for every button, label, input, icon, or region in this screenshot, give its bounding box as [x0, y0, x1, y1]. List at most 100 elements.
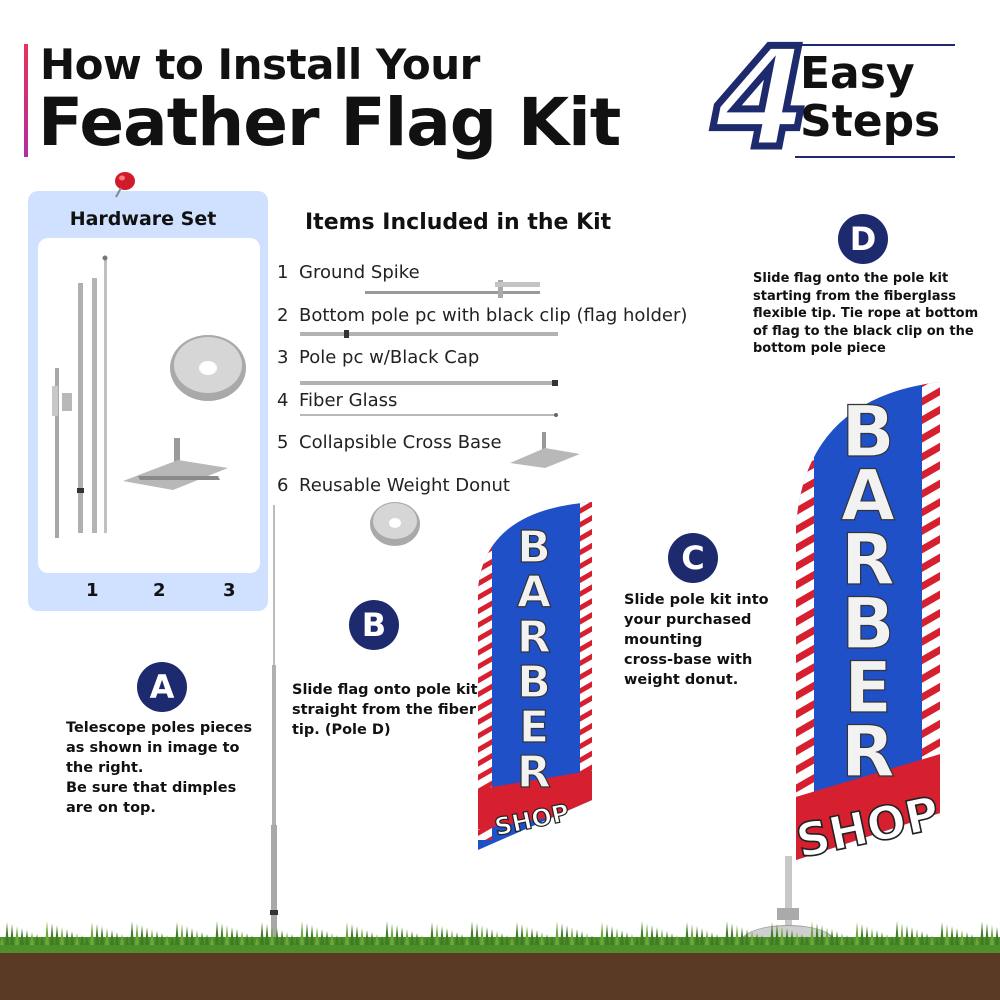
- grass-blade: [255, 937, 259, 945]
- grass-blade: [960, 930, 964, 945]
- grass-blade: [530, 928, 534, 945]
- grass-blade: [705, 930, 709, 945]
- grass-blade: [600, 922, 604, 945]
- fiberglass-illustration: [300, 413, 558, 417]
- grass-blade: [125, 936, 129, 945]
- grass-blade: [220, 923, 224, 945]
- step-d-text: Slide flag onto the pole kit starting fr…: [753, 271, 979, 356]
- grass-blade: [60, 927, 64, 945]
- grass-blade: [970, 934, 974, 945]
- grass-blade: [770, 922, 774, 945]
- grass-blade: [765, 937, 769, 945]
- ground-spike-illustration: [365, 280, 540, 298]
- grass-blade: [495, 931, 499, 945]
- grass-blade: [595, 937, 599, 945]
- title-accent-bar: [24, 44, 28, 157]
- grass-blade: [895, 921, 899, 945]
- grass-blade: [865, 926, 869, 945]
- grass-blade: [840, 933, 844, 945]
- pole-cap-illustration: [300, 380, 558, 386]
- grass-blade: [920, 931, 924, 945]
- grass-blade: [800, 934, 804, 945]
- kit-item-label: Bottom pole pc with black clip (flag hol…: [299, 305, 688, 326]
- ground-grass-illustration: [0, 921, 1000, 1000]
- grass-blade: [55, 925, 59, 945]
- grass-blade: [325, 931, 329, 945]
- large-flag-letter: B: [841, 391, 894, 473]
- grass-blade: [745, 929, 749, 945]
- grass-blade: [205, 934, 209, 945]
- grass-blade: [525, 926, 529, 945]
- grass-blade: [165, 935, 169, 945]
- grass-blade: [515, 922, 519, 945]
- grass-blade: [155, 931, 159, 945]
- grass-blade: [605, 924, 609, 945]
- pole-pieces-illustration: [52, 255, 108, 538]
- assembled-pole-illustration: [270, 505, 278, 940]
- grass-blade: [555, 921, 559, 945]
- grass-blade: [150, 929, 154, 945]
- grass-blade: [520, 924, 524, 945]
- grass-blade: [90, 922, 94, 945]
- grass-blade: [235, 929, 239, 945]
- grass-blade: [640, 921, 644, 945]
- grass-blade: [10, 924, 14, 945]
- grass-blade: [480, 925, 484, 945]
- grass-blade: [730, 923, 734, 945]
- grass-blade: [115, 932, 119, 945]
- grass-blade: [295, 936, 299, 945]
- grass-blade: [925, 933, 929, 945]
- grass-blade: [145, 927, 149, 945]
- small-flag-letter: E: [519, 702, 549, 753]
- large-flag-letter: B: [841, 583, 894, 665]
- grass-blade: [460, 934, 464, 945]
- grass-blade: [120, 934, 124, 945]
- grass-blade: [880, 932, 884, 945]
- grass-blade: [590, 935, 594, 945]
- grass-blade: [825, 927, 829, 945]
- grass-blade: [40, 936, 44, 945]
- grass-blade: [450, 930, 454, 945]
- step-c-text: Slide pole kit into your purchased mount…: [624, 592, 769, 688]
- grass-blade: [415, 933, 419, 945]
- grass-blade: [500, 933, 504, 945]
- grass-blade: [470, 921, 474, 945]
- small-flag-letter: A: [517, 567, 551, 618]
- grass-blade: [505, 935, 509, 945]
- grass-blade: [940, 922, 944, 945]
- grass-blade: [15, 926, 19, 945]
- grass-blade: [265, 924, 269, 945]
- grass-blade: [985, 923, 989, 945]
- grass-blade: [510, 937, 514, 945]
- step-a-text: Telescope poles pieces as shown in image…: [66, 720, 253, 816]
- steps-divider-bottom: [795, 156, 955, 158]
- grass-blade: [715, 934, 719, 945]
- grass-blade: [875, 930, 879, 945]
- grass-blade: [5, 922, 9, 945]
- hardware-label-2: 2: [153, 580, 166, 601]
- grass-blade: [710, 932, 714, 945]
- grass-blade: [820, 925, 824, 945]
- grass-blade: [490, 929, 494, 945]
- grass-blade: [670, 933, 674, 945]
- grass-blade: [400, 927, 404, 945]
- grass-blade: [185, 926, 189, 945]
- grass-blade: [70, 931, 74, 945]
- grass-blade: [945, 924, 949, 945]
- large-flag-letter: A: [841, 455, 895, 537]
- cross-base-illustration: [123, 438, 228, 490]
- grass-blade: [680, 937, 684, 945]
- grass-blade: [100, 926, 104, 945]
- grass-blade: [980, 921, 984, 945]
- grass-blade: [795, 932, 799, 945]
- grass-blade: [65, 929, 69, 945]
- grass-blade: [85, 937, 89, 945]
- grass-blade: [905, 925, 909, 945]
- grass-blade: [175, 922, 179, 945]
- grass-blade: [340, 937, 344, 945]
- grass-blade: [665, 931, 669, 945]
- grass-blade: [635, 936, 639, 945]
- large-flag-letter: E: [844, 647, 892, 729]
